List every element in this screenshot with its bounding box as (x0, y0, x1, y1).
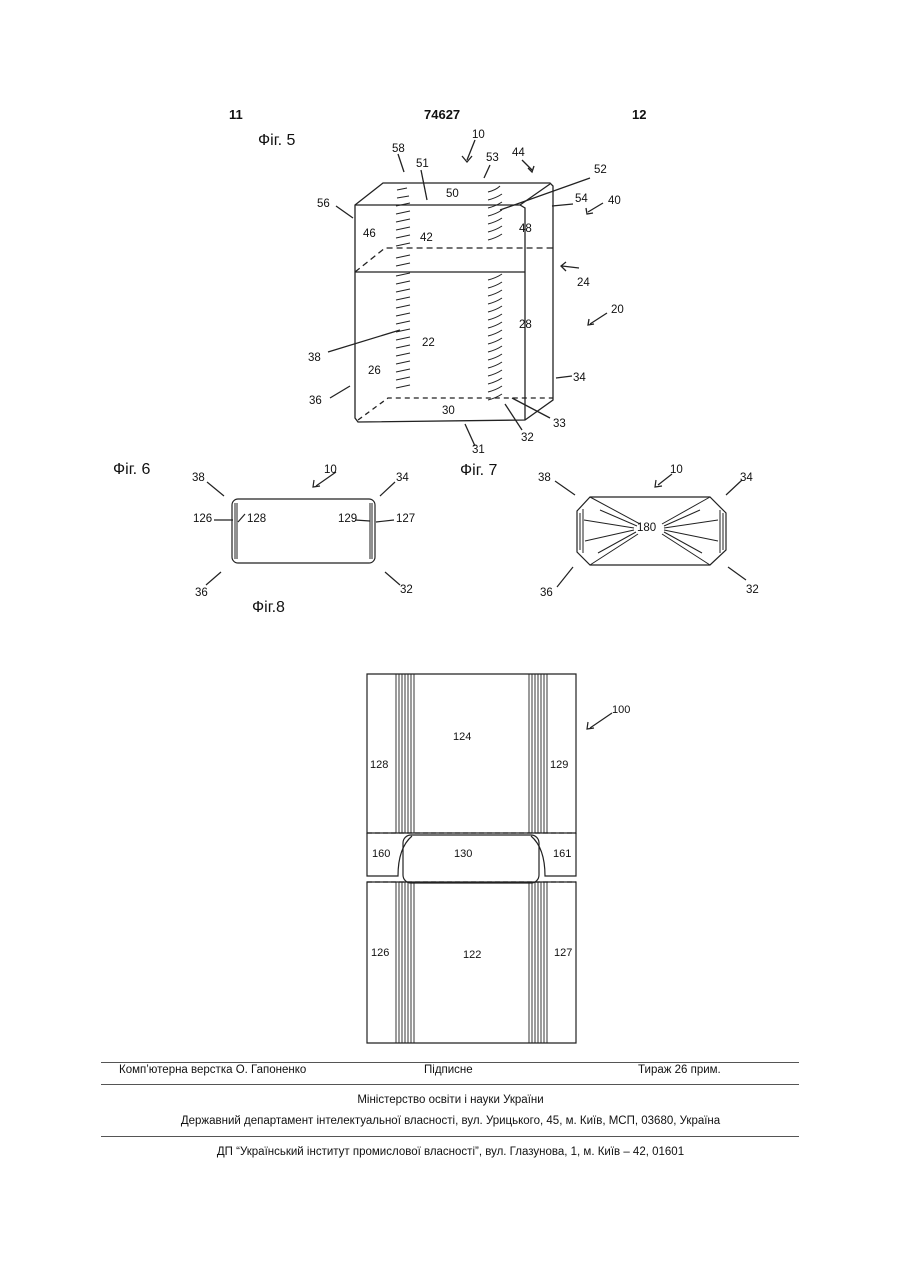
tear-line (355, 248, 553, 272)
fig5-caption: Фіг. 5 (258, 132, 295, 149)
ref-label: 34 (396, 472, 409, 484)
ref-label: 51 (416, 158, 429, 170)
figure-5 (328, 140, 607, 446)
left-pleats (396, 188, 410, 388)
ref-label: 130 (454, 848, 472, 860)
ref-label: 26 (368, 365, 381, 377)
ref-label: 122 (463, 949, 481, 961)
lower-panel (367, 882, 576, 1043)
figure-7-labels: Фіг. 7 38 10 34 180 36 32 (460, 462, 759, 599)
ref-label: 127 (396, 513, 415, 525)
footer-divider (101, 1136, 799, 1137)
fig8-caption: Фіг.8 (252, 599, 285, 616)
signed-note: Підписне (424, 1064, 473, 1076)
institute-line: ДП “Український інститут промислової вла… (0, 1146, 901, 1158)
ref-label: 34 (740, 472, 753, 484)
ref-label: 36 (195, 587, 208, 599)
ref-label: 180 (637, 522, 656, 534)
fig6-caption: Фіг. 6 (113, 461, 150, 478)
ref-label: 10 (324, 464, 337, 476)
ref-label: 129 (338, 513, 357, 525)
ref-label: 30 (442, 405, 455, 417)
figure-6 (206, 472, 400, 585)
ref-label: 161 (553, 848, 571, 860)
ref-label: 128 (247, 513, 266, 525)
ref-label: 52 (594, 164, 607, 176)
ref-label: 48 (519, 223, 532, 235)
ref-label: 38 (192, 472, 205, 484)
ref-label: 50 (446, 188, 459, 200)
footer-divider (101, 1084, 799, 1085)
figure-8 (367, 674, 612, 1043)
ref-label: 32 (746, 584, 759, 596)
package-end-view (232, 499, 375, 563)
typesetting-credit: Комп’ютерна верстка О. Гапоненко (119, 1064, 306, 1076)
ref-label: 24 (577, 277, 590, 289)
package-outline (355, 183, 553, 422)
ref-label: 129 (550, 759, 568, 771)
ref-label: 53 (486, 152, 499, 164)
ref-label: 34 (573, 372, 586, 384)
ref-label: 10 (472, 129, 485, 141)
ref-label: 31 (472, 444, 485, 456)
ref-label: 32 (521, 432, 534, 444)
ref-label: 20 (611, 304, 624, 316)
ref-label: 38 (308, 352, 321, 364)
ref-label: 126 (193, 513, 212, 525)
ref-label: 126 (371, 947, 389, 959)
ref-label: 124 (453, 731, 471, 743)
ref-label: 33 (553, 418, 566, 430)
ref-label: 38 (538, 472, 551, 484)
ministry-line: Міністерство освіти і науки України (0, 1094, 901, 1106)
ref-label: 127 (554, 947, 572, 959)
ref-label: 44 (512, 147, 525, 159)
ref-label: 22 (422, 337, 435, 349)
department-line: Державний департамент інтелектуальної вл… (0, 1115, 901, 1127)
ref-label: 54 (575, 193, 588, 205)
fig7-caption: Фіг. 7 (460, 462, 497, 479)
upper-panel (367, 674, 576, 833)
ref-label: 160 (372, 848, 390, 860)
ref-label: 100 (612, 704, 630, 716)
ref-label: 128 (370, 759, 388, 771)
right-pleats (488, 186, 502, 400)
ref-label: 58 (392, 143, 405, 155)
ref-label: 40 (608, 195, 621, 207)
ref-label: 32 (400, 584, 413, 596)
circulation-note: Тираж 26 прим. (638, 1064, 721, 1076)
figure-5-labels: Фіг. 5 10 58 51 53 44 52 50 56 54 40 46 … (258, 129, 624, 456)
ref-label: 36 (309, 395, 322, 407)
ref-label: 46 (363, 228, 376, 240)
ref-label: 42 (420, 232, 433, 244)
ref-label: 28 (519, 319, 532, 331)
ref-label: 56 (317, 198, 330, 210)
footer-divider (101, 1062, 799, 1063)
ref-label: 10 (670, 464, 683, 476)
ref-label: 36 (540, 587, 553, 599)
